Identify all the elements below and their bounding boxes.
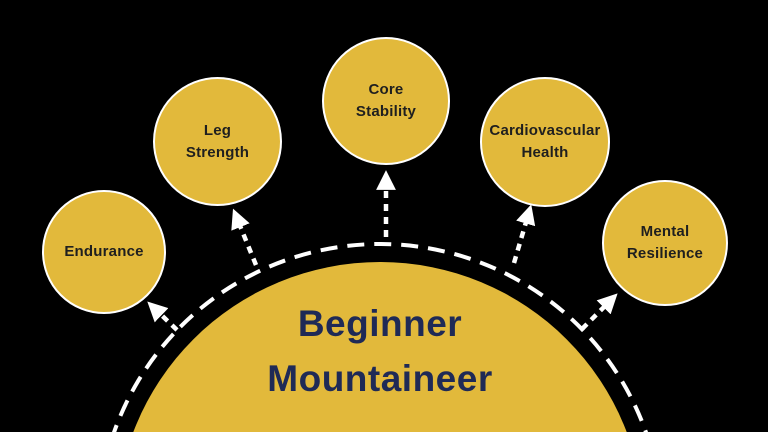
semicircle-dashed-outline	[112, 242, 648, 432]
node-mental-resilience: Mental Resilience	[602, 180, 728, 306]
node-label-leg-strength: Leg Strength	[185, 121, 250, 161]
node-cardiovascular-health: Cardiovascular Health	[480, 77, 610, 207]
node-endurance: Endurance	[42, 190, 166, 314]
node-label-mental-resilience: Mental Resilience	[626, 223, 704, 262]
node-label-cardiovascular-health: Cardiovascular Health	[489, 122, 601, 161]
central-title-line1: Beginner	[297, 303, 463, 344]
arrow-to-leg-strength	[231, 208, 259, 266]
node-label-endurance: Endurance	[64, 243, 144, 261]
arrow-to-cardiovascular-health	[511, 204, 536, 264]
node-leg-strength: Leg Strength	[153, 77, 282, 206]
node-core-stability: Core Stability	[322, 37, 450, 165]
central-title-line2: Mountaineer	[267, 358, 493, 399]
node-label-core-stability: Core Stability	[355, 81, 417, 120]
central-title: Beginner Mountaineer	[116, 296, 644, 406]
arrow-to-endurance	[147, 301, 179, 332]
